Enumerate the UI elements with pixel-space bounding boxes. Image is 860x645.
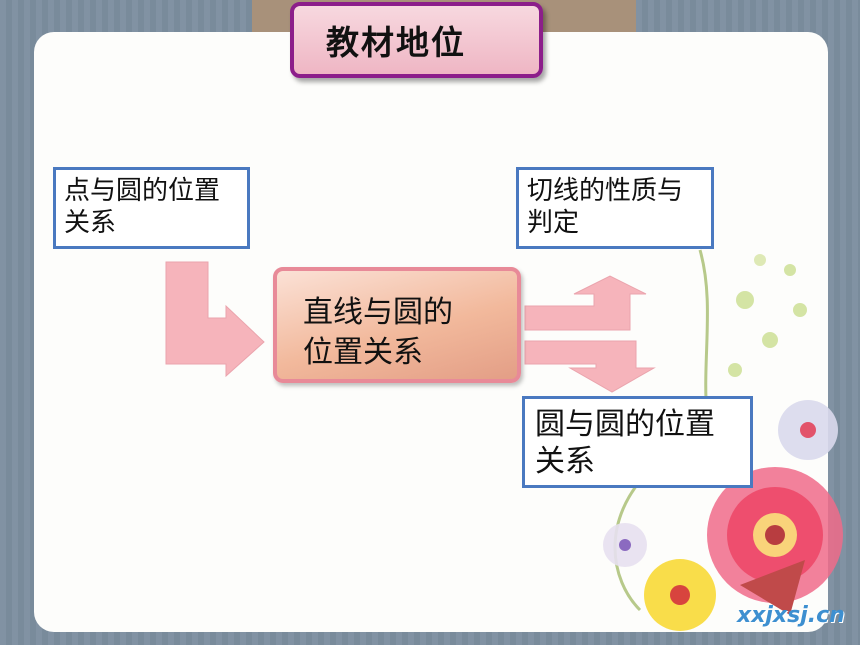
box-line: 圆与圆的位置: [535, 407, 715, 442]
box-line-circle-relation: 直线与圆的 位置关系: [273, 267, 521, 383]
slide-title-text: 教材地位: [326, 23, 466, 62]
box-line: 切线的性质与: [527, 176, 684, 206]
watermark-logo: xxjxsj.cn: [737, 603, 845, 628]
down-right-arrow: [165, 261, 265, 378]
box-line: 判定: [527, 207, 580, 238]
box-point-circle-relation: 点与圆的位置 关系: [53, 167, 250, 249]
box-line: 点与圆的位置: [64, 176, 221, 206]
box-line: 位置关系: [303, 334, 423, 370]
box-tangent-properties: 切线的性质与 判定: [516, 167, 714, 249]
flower-decoration: [603, 249, 843, 631]
box-line: 关系: [535, 443, 595, 479]
down-right-arrow-2: [524, 340, 656, 393]
box-line: 关系: [64, 207, 117, 238]
slide-title: 教材地位: [290, 2, 543, 78]
box-circle-circle-relation: 圆与圆的位置 关系: [522, 396, 753, 488]
up-right-arrow: [524, 275, 647, 331]
box-line: 直线与圆的: [303, 295, 453, 330]
